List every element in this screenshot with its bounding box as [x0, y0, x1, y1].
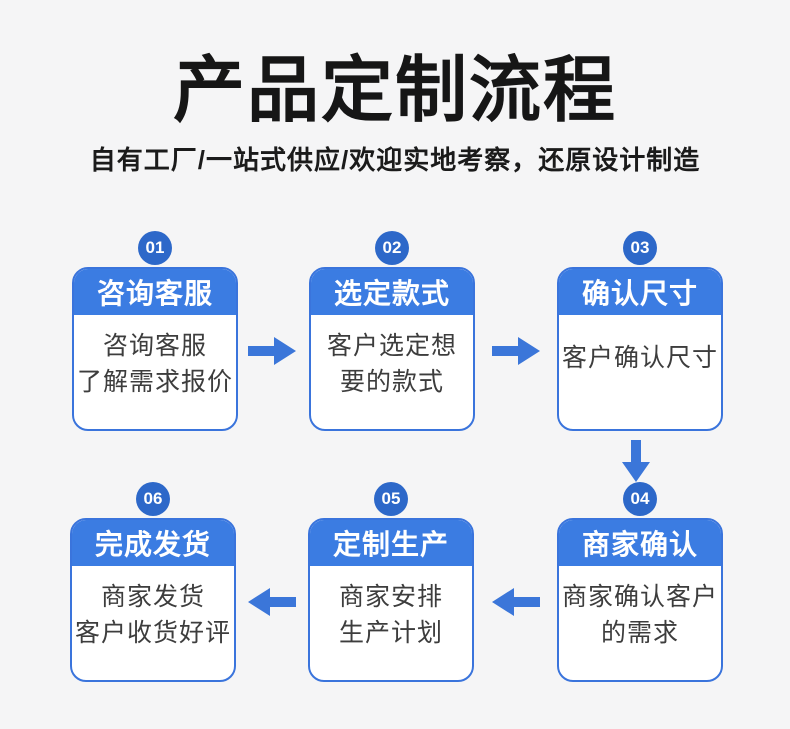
step-card: 咨询客服 咨询客服 了解需求报价	[72, 267, 238, 431]
step-card-04: 04 商家确认 商家确认客户 的需求	[557, 482, 723, 682]
step-title: 咨询客服	[74, 269, 236, 315]
step-card-02: 02 选定款式 客户选定想 要的款式	[309, 231, 475, 431]
arrow-left-icon	[248, 588, 296, 616]
page-subtitle: 自有工厂/一站式供应/欢迎实地考察，还原设计制造	[89, 145, 701, 175]
arrow-right-icon	[492, 337, 540, 365]
step-title: 选定款式	[311, 269, 473, 315]
step-description: 客户确认尺寸	[561, 344, 718, 372]
step-description: 客户选定想 要的款式	[326, 332, 457, 396]
arrow-down-icon	[622, 440, 650, 482]
step-number-badge: 01	[138, 231, 172, 265]
step-card-06: 06 完成发货 商家发货 客户收货好评	[70, 482, 236, 682]
step-description: 咨询客服 了解需求报价	[76, 332, 233, 396]
step-description: 商家发货 客户收货好评	[74, 583, 231, 647]
step-title: 完成发货	[72, 520, 234, 566]
arrow-left-icon	[492, 588, 540, 616]
step-description: 商家确认客户 的需求	[561, 583, 718, 647]
step-description: 商家安排 生产计划	[338, 583, 443, 647]
arrow-right-icon	[248, 337, 296, 365]
step-number-badge: 04	[623, 482, 657, 516]
step-title: 定制生产	[310, 520, 472, 566]
step-number-badge: 06	[136, 482, 170, 516]
step-card: 商家确认 商家确认客户 的需求	[557, 518, 723, 682]
step-number-badge: 02	[375, 231, 409, 265]
step-card-05: 05 定制生产 商家安排 生产计划	[308, 482, 474, 682]
page-title: 产品定制流程	[172, 51, 617, 131]
step-card: 选定款式 客户选定想 要的款式	[309, 267, 475, 431]
step-card: 定制生产 商家安排 生产计划	[308, 518, 474, 682]
step-number-badge: 05	[374, 482, 408, 516]
step-card: 完成发货 商家发货 客户收货好评	[70, 518, 236, 682]
step-card-03: 03 确认尺寸 客户确认尺寸	[557, 231, 723, 431]
step-card-01: 01 咨询客服 咨询客服 了解需求报价	[72, 231, 238, 431]
step-title: 确认尺寸	[559, 269, 721, 315]
step-title: 商家确认	[559, 520, 721, 566]
step-number-badge: 03	[623, 231, 657, 265]
step-card: 确认尺寸 客户确认尺寸	[557, 267, 723, 431]
